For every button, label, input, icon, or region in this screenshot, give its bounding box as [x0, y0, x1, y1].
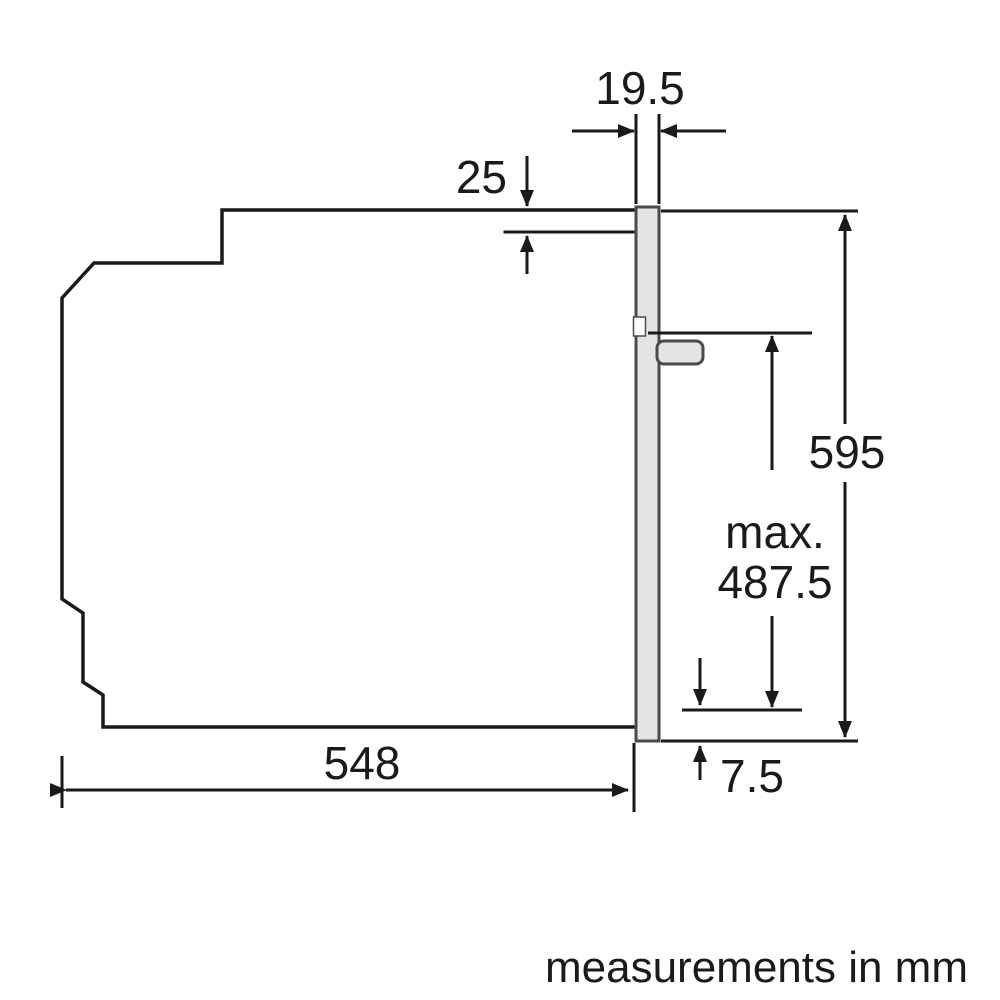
dimension-panel-thickness: 19.5: [572, 62, 726, 204]
dim-label-487-5: 487.5: [717, 556, 832, 608]
front-panel-rect: [634, 205, 661, 743]
dimension-body-depth: 548: [50, 737, 636, 812]
dim-label-max: max.: [725, 506, 825, 558]
units-caption: measurements in mm: [545, 943, 968, 992]
dimension-max-height: max. 487.5: [648, 331, 833, 712]
dimension-bottom-overhang: 7.5: [693, 658, 784, 802]
oven-profile-path: [60, 208, 638, 729]
dim-label-548: 548: [324, 737, 401, 789]
dim-label-19-5: 19.5: [595, 62, 685, 114]
dim-label-25: 25: [456, 151, 507, 203]
oven-body-outline: [60, 208, 638, 729]
dim-label-7-5: 7.5: [720, 750, 784, 802]
front-panel-notch: [632, 316, 647, 337]
dimension-total-height: 595: [661, 209, 886, 743]
dim-label-595: 595: [809, 426, 886, 478]
door-handle: [655, 339, 705, 366]
front-panel: [632, 205, 705, 743]
dimension-top-recess: 25: [456, 151, 534, 274]
